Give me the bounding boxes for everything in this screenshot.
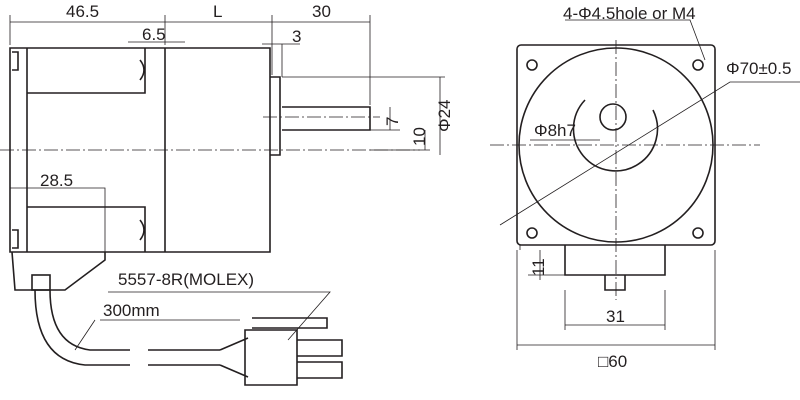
dim-30: 30 [312,2,331,21]
dim-phi24: Φ24 [435,100,454,132]
dim-10: 10 [410,127,429,146]
pilot-dia-label: Φ70±0.5 [726,59,791,78]
dim-square-60: □60 [598,352,627,371]
connector-label: 5557-8R(MOLEX) [118,270,254,289]
shaft-dia-label: Φ8h7 [534,121,576,140]
dim-6-5: 6.5 [142,25,166,44]
side-view: 46.5 L 30 6.5 3 28.5 7 10 Φ24 5557-8R(MO… [0,2,454,386]
dim-11: 11 [529,258,548,276]
dim-46-5: 46.5 [66,2,99,21]
dim-7: 7 [383,117,402,126]
dim-31: 31 [606,307,625,326]
cable-length-label: 300mm [103,301,160,320]
holes-label: 4-Φ4.5hole or M4 [563,4,696,23]
dim-28-5: 28.5 [40,171,73,190]
front-view: 4-Φ4.5hole or M4 Φ70±0.5 Φ8h7 11 31 □60 [490,4,800,371]
dim-L: L [213,2,222,21]
dim-3: 3 [292,27,301,46]
